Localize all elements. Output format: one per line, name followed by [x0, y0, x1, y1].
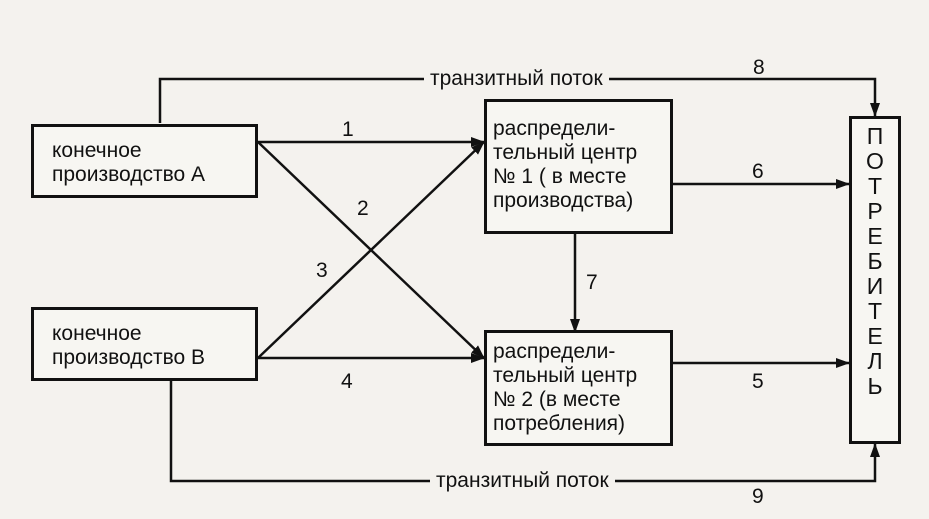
arrow-3	[257, 141, 485, 359]
node-consumer-label: П О Т Р Е Б И Т Е Л Ь	[849, 124, 901, 399]
edge-number-5: 5	[752, 370, 764, 393]
consumer-letter: Т	[867, 173, 883, 199]
node-consumer	[849, 116, 901, 444]
node-center-2: распредели- тельный центр № 2 (в месте п…	[484, 330, 673, 446]
consumer-letter: П	[866, 123, 884, 149]
node-production-b-label: конечное производство В	[52, 322, 206, 369]
edge-number-6: 6	[752, 160, 764, 183]
node-center-1: распредели- тельный центр № 1 ( в месте …	[484, 99, 673, 234]
consumer-letter: И	[866, 273, 884, 299]
consumer-letter: Р	[867, 198, 883, 224]
consumer-letter: Е	[867, 223, 883, 249]
transit-bottom-label: транзитный поток	[430, 469, 615, 493]
node-production-a: конечное производство А	[31, 124, 258, 198]
edge-number-7: 7	[586, 271, 598, 294]
edge-number-4: 4	[341, 370, 353, 393]
node-production-a-label: конечное производство А	[52, 139, 206, 186]
consumer-letter: Л	[867, 348, 883, 374]
edge-number-8: 8	[753, 56, 765, 79]
consumer-letter: Т	[867, 298, 883, 324]
node-production-b: конечное производство В	[31, 307, 258, 381]
edge-number-9: 9	[752, 485, 764, 508]
consumer-letter: Е	[867, 323, 883, 349]
consumer-letter: О	[866, 148, 884, 174]
edge-number-2: 2	[357, 197, 369, 220]
node-center-1-label: распредели- тельный центр № 1 ( в месте …	[493, 117, 638, 212]
consumer-letter: Ь	[867, 373, 883, 399]
transit-top-label: транзитный поток	[424, 67, 609, 91]
node-center-2-label: распредели- тельный центр № 2 (в месте п…	[493, 340, 638, 435]
consumer-letter: Б	[867, 248, 883, 274]
edge-number-1: 1	[342, 118, 354, 141]
edge-number-3: 3	[316, 259, 328, 282]
